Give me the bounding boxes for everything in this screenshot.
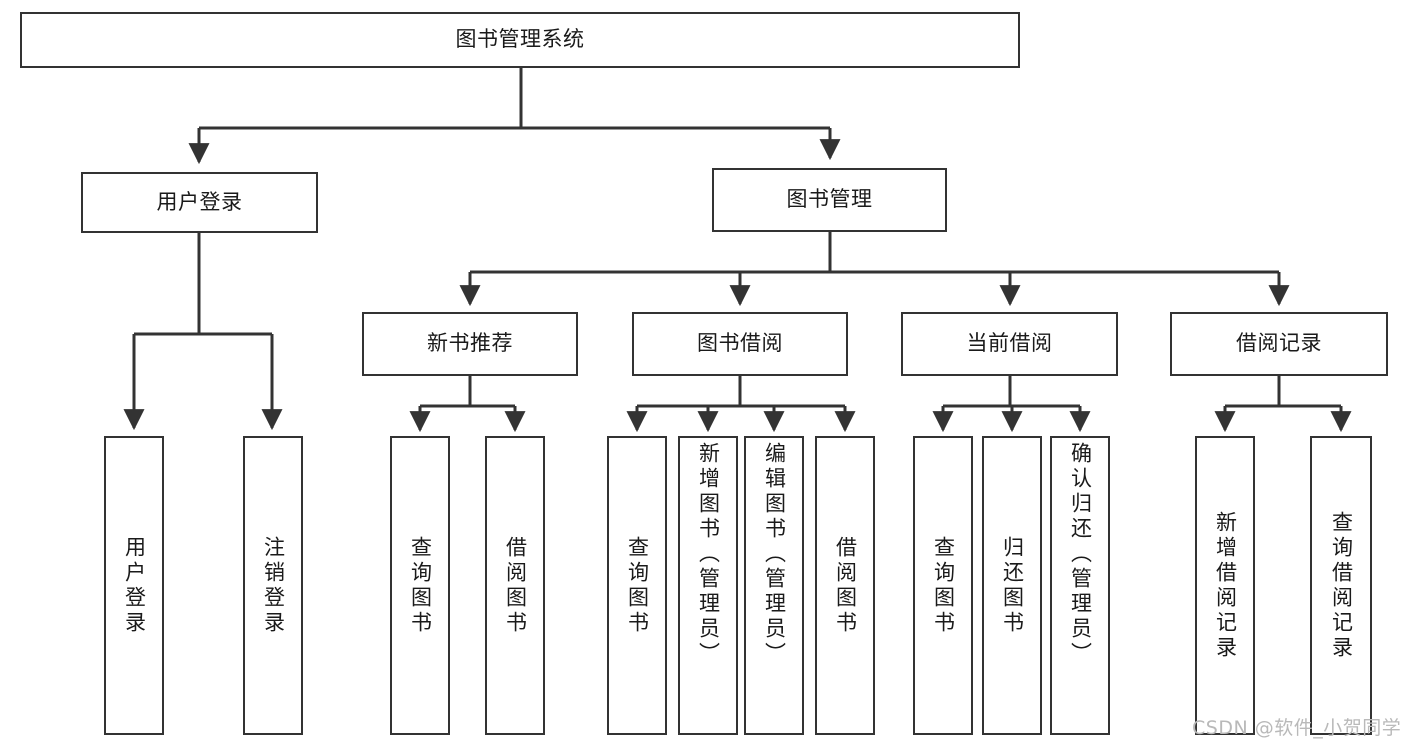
leaf-label: 查询图书: [408, 535, 433, 636]
leaf-add-book-admin[interactable]: 新增图书（管理员）: [678, 436, 738, 735]
leaf-label: 借阅图书: [833, 535, 858, 636]
leaf-query-book-recommend[interactable]: 查询图书: [390, 436, 450, 735]
leaf-query-book-borrow[interactable]: 查询图书: [607, 436, 667, 735]
leaf-borrow-book-borrow[interactable]: 借阅图书: [815, 436, 875, 735]
node-label: 图书管理系统: [455, 27, 585, 52]
node-current-borrow[interactable]: 当前借阅: [901, 312, 1118, 376]
leaf-label: 归还图书: [1000, 535, 1025, 636]
node-label: 图书借阅: [697, 331, 783, 356]
leaf-query-book-current[interactable]: 查询图书: [913, 436, 973, 735]
leaf-borrow-book-recommend[interactable]: 借阅图书: [485, 436, 545, 735]
node-label: 借阅记录: [1236, 331, 1322, 356]
leaf-logout-login[interactable]: 注销登录: [243, 436, 303, 735]
leaf-label: 新增图书（管理员）: [696, 442, 721, 667]
leaf-label: 用户登录: [122, 535, 147, 636]
leaf-return-book[interactable]: 归还图书: [982, 436, 1042, 735]
leaf-label: 借阅图书: [503, 535, 528, 636]
leaf-user-login[interactable]: 用户登录: [104, 436, 164, 735]
csdn-watermark: CSDN @软件_小贺同学: [1192, 717, 1402, 739]
leaf-label: 查询借阅记录: [1329, 510, 1354, 661]
leaf-label: 编辑图书（管理员）: [762, 442, 787, 667]
node-user-login[interactable]: 用户登录: [81, 172, 318, 233]
node-new-book-recommend[interactable]: 新书推荐: [362, 312, 578, 376]
leaf-confirm-return-admin[interactable]: 确认归还（管理员）: [1050, 436, 1110, 735]
node-root-book-management-system[interactable]: 图书管理系统: [20, 12, 1020, 68]
leaf-label: 查询图书: [931, 535, 956, 636]
node-borrow-record[interactable]: 借阅记录: [1170, 312, 1388, 376]
node-label: 图书管理: [786, 187, 873, 212]
node-book-management[interactable]: 图书管理: [712, 168, 947, 232]
node-label: 当前借阅: [966, 331, 1053, 356]
node-label: 新书推荐: [427, 331, 513, 356]
leaf-label: 确认归还（管理员）: [1068, 442, 1093, 667]
leaf-label: 新增借阅记录: [1213, 510, 1238, 661]
node-book-borrow[interactable]: 图书借阅: [632, 312, 848, 376]
leaf-edit-book-admin[interactable]: 编辑图书（管理员）: [744, 436, 804, 735]
leaf-label: 查询图书: [625, 535, 650, 636]
node-label: 用户登录: [156, 189, 243, 214]
leaf-add-borrow-record[interactable]: 新增借阅记录: [1195, 436, 1255, 735]
leaf-query-borrow-record[interactable]: 查询借阅记录: [1310, 436, 1372, 735]
leaf-label: 注销登录: [261, 535, 286, 636]
